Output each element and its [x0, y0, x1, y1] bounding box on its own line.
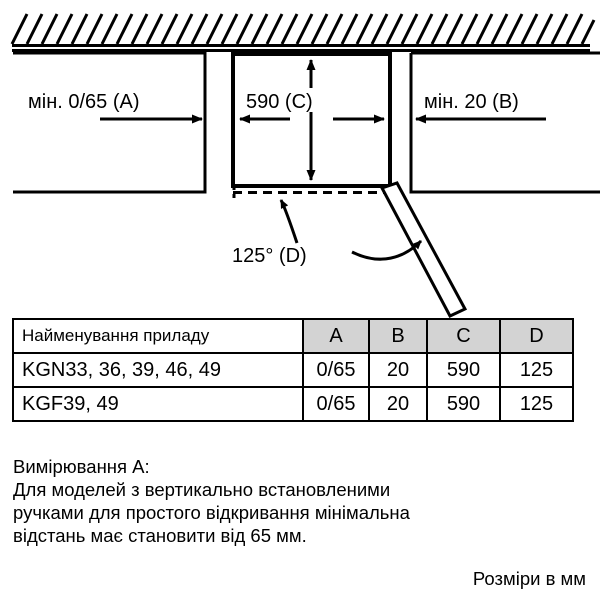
note-line-1: Вимірювання A: [13, 456, 150, 477]
cell-b: 20 [368, 386, 428, 422]
note-line-2: Для моделей з вертикально встановленими [13, 479, 391, 500]
cell-c: 590 [426, 352, 501, 388]
header-dimension-c: C [426, 318, 501, 354]
cell-a: 0/65 [302, 352, 370, 388]
dimensions-table: Найменування приладу A B C D KGN33, 36, … [12, 318, 574, 422]
header-dimension-b: B [368, 318, 428, 354]
appliance-body-outline [231, 52, 392, 188]
cell-d: 125 [499, 352, 574, 388]
cell-model: KGN33, 36, 39, 46, 49 [12, 352, 304, 388]
table-row: KGN33, 36, 39, 46, 49 0/65 20 590 125 [12, 352, 574, 388]
cell-a: 0/65 [302, 386, 370, 422]
right-cabinet-outline [409, 51, 600, 194]
angle-leader-to-footprint [279, 199, 299, 244]
table-header-row: Найменування приладу A B C D [12, 318, 574, 354]
left-cabinet-outline [13, 51, 207, 194]
units-note: Розміри в мм [472, 568, 586, 589]
door-angle-label: 125° (D) [232, 245, 307, 267]
cell-d: 125 [499, 386, 574, 422]
header-appliance-name: Найменування приладу [12, 318, 304, 354]
header-dimension-d: D [499, 318, 574, 354]
door-swing-dashed-line [232, 186, 390, 199]
table-row: KGF39, 49 0/65 20 590 125 [12, 386, 574, 422]
cell-b: 20 [368, 352, 428, 388]
opened-door-panel [379, 181, 468, 318]
note-line-4: відстань має становити від 65 мм. [13, 525, 307, 546]
note-line-3: ручками для простого відкривання мінімал… [13, 502, 410, 523]
angle-leader-to-door [351, 239, 423, 261]
installation-diagram: мін. 0/65 (A) 590 (C) мін. 20 (B) 125° (… [10, 13, 600, 318]
wall-line [12, 44, 590, 52]
right-gap-label: мін. 20 (B) [424, 91, 519, 113]
cell-model: KGF39, 49 [12, 386, 304, 422]
wall-hatching [10, 13, 596, 45]
left-gap-label: мін. 0/65 (A) [28, 91, 140, 113]
measurement-notes: Вимірювання A: Для моделей з вертикально… [13, 455, 587, 547]
header-dimension-a: A [302, 318, 370, 354]
center-depth-label: 590 (C) [246, 91, 313, 113]
cell-c: 590 [426, 386, 501, 422]
